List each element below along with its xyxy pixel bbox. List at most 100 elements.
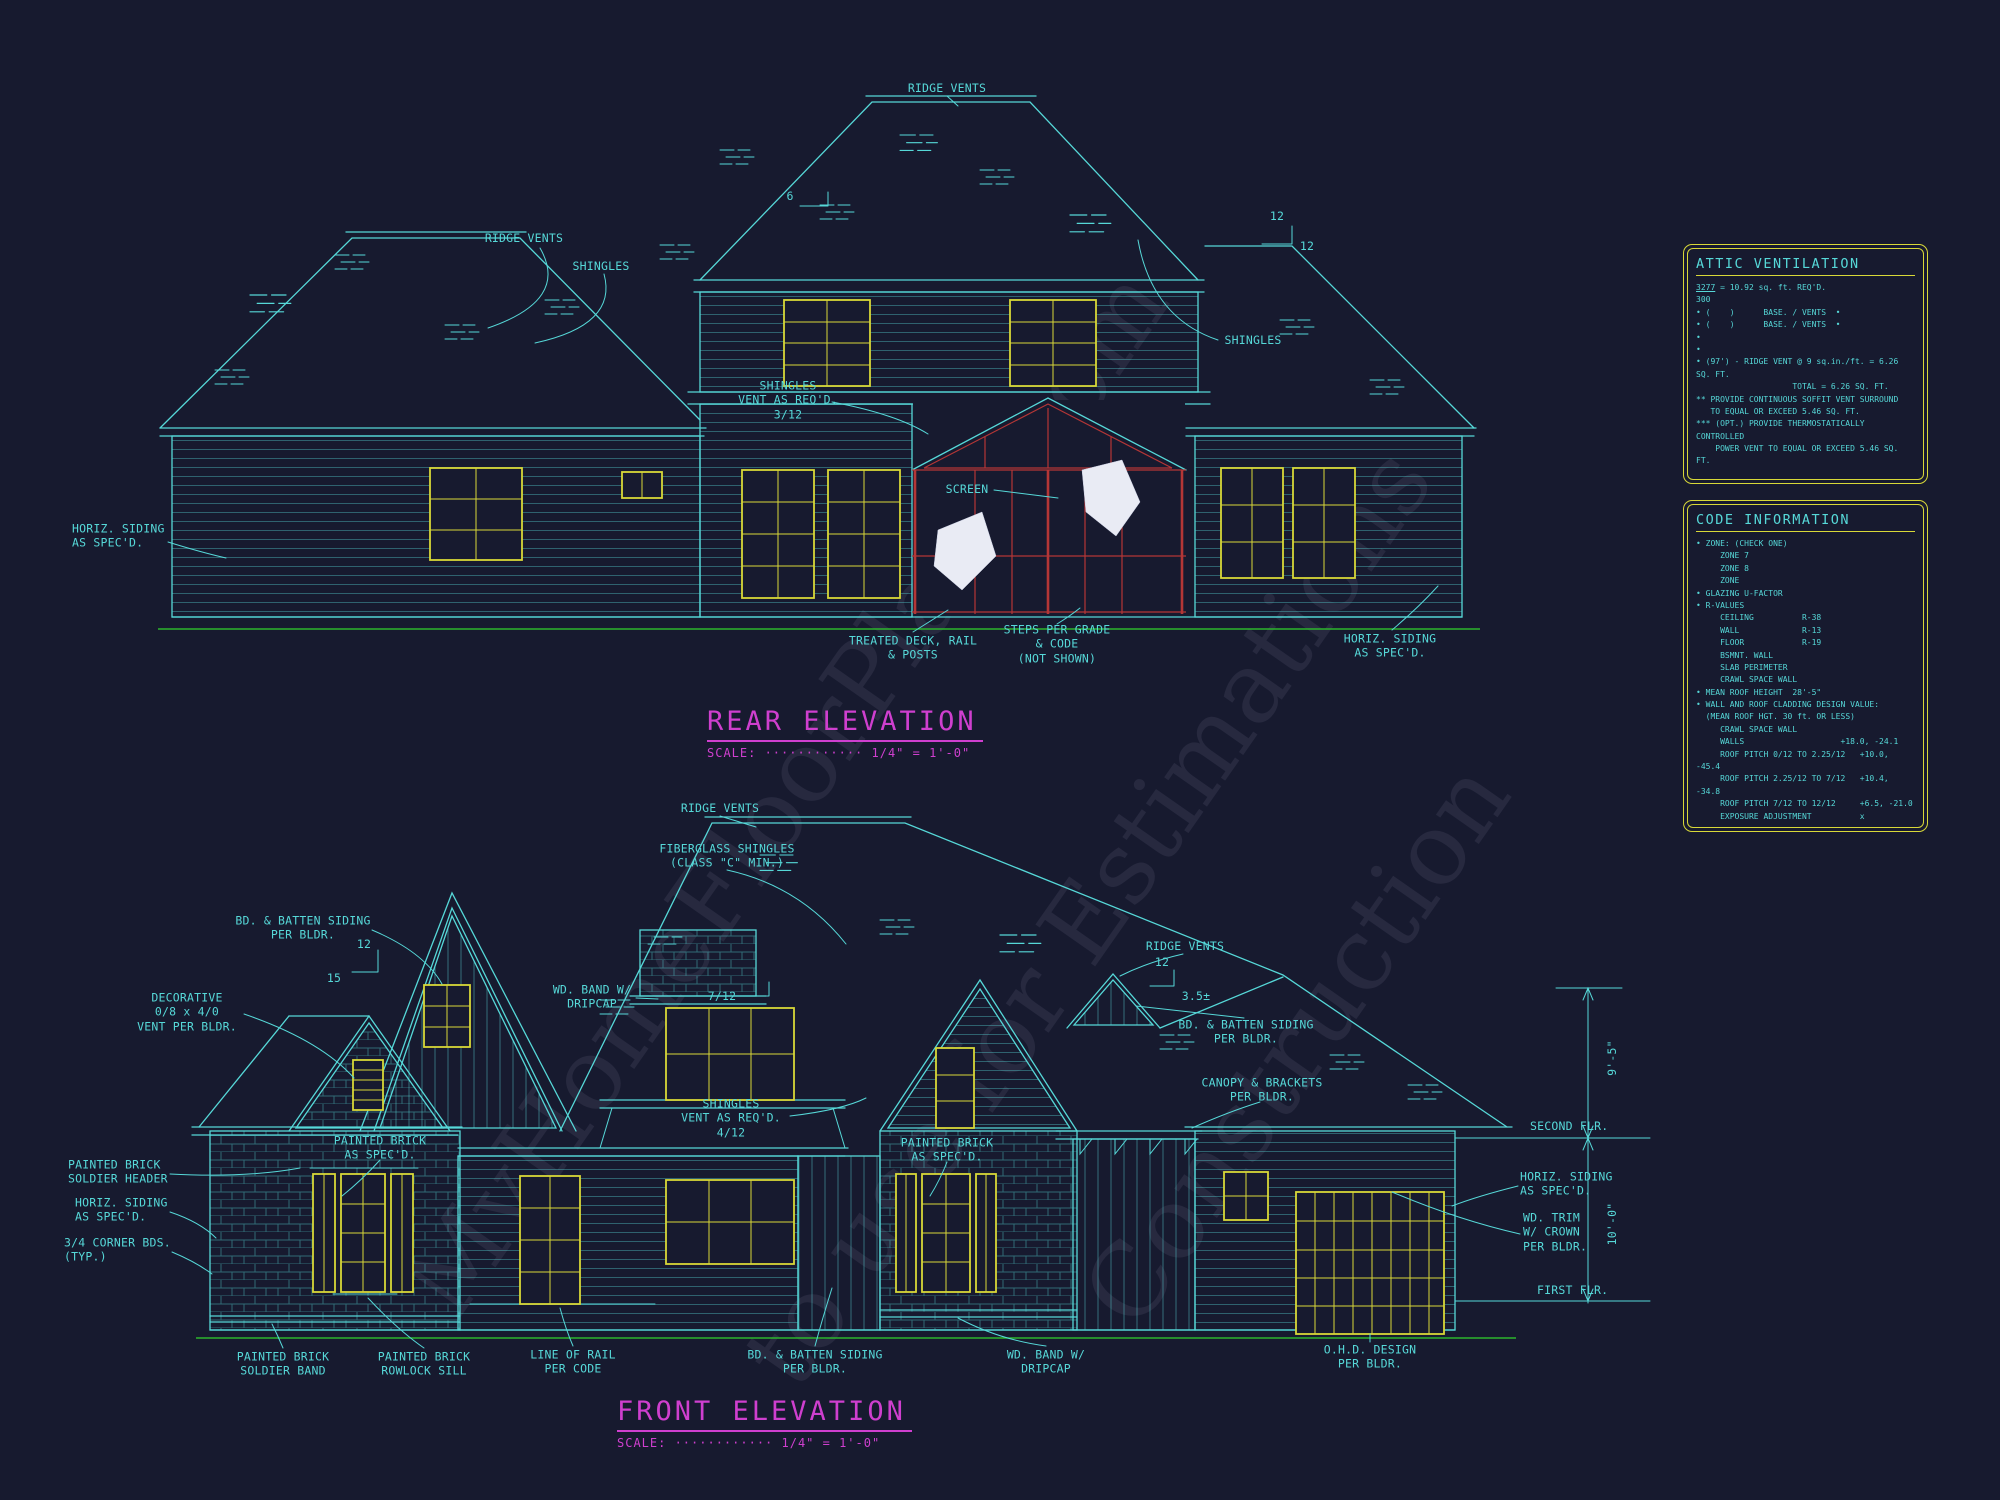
attic-line: TOTAL = 6.26 SQ. FT. — [1696, 382, 1889, 392]
attic-footnote: *** (OPT.) PROVIDE THERMOSTATICALLY CONT… — [1696, 419, 1899, 466]
rear-leader-lines — [167, 95, 1439, 633]
label-horiz-siding: HORIZ. SIDING AS SPEC'D. — [1520, 1169, 1613, 1198]
label-horiz-siding: HORIZ. SIDING AS SPEC'D. — [1343, 631, 1437, 660]
code-line: ROOF PITCH 7/12 TO 12/12 +6.5, -21.0 — [1696, 799, 1913, 809]
label-corner-boards: 3/4 CORNER BDS. (TYP.) — [64, 1235, 171, 1264]
label-steps: STEPS PER GRADE & CODE (NOT SHOWN) — [1003, 622, 1111, 666]
attic-line: • ( ) BASE. / VENTS • — [1696, 307, 1841, 317]
attic-footnote: ** PROVIDE CONTINUOUS SOFFIT VENT SURROU… — [1696, 394, 1899, 416]
front-leader-lines — [169, 815, 1521, 1349]
code-line: BSMNT. WALL — [1696, 650, 1774, 660]
pitch-label: 7/12 — [707, 988, 737, 1003]
attic-line: • ( ) BASE. / VENTS • — [1696, 320, 1841, 330]
label-painted-brick: PAINTED BRICK AS SPEC'D. — [333, 1133, 427, 1162]
code-line: • WALL AND ROOF CLADDING DESIGN VALUE: — [1696, 700, 1880, 710]
pitch-label: 6 — [786, 188, 794, 203]
label-line-of-rail: LINE OF RAIL PER CODE — [530, 1347, 616, 1376]
label-board-batten: BD. & BATTEN SIDING PER BLDR. — [747, 1347, 883, 1376]
attic-formula: 3277 = 10.92 sq. ft. REQ'D. — [1696, 283, 1827, 292]
label-shingles-vent: SHINGLES VENT AS REQ'D. 4/12 — [681, 1096, 781, 1140]
pitch-label: 12 — [1269, 208, 1285, 223]
entry-door-window — [519, 1175, 581, 1305]
code-information-panel: CODE INFORMATION • ZONE: (CHECK ONE) ZON… — [1683, 500, 1928, 832]
label-ohd-design: O.H.D. DESIGN PER BLDR. — [1323, 1342, 1417, 1371]
code-line: WALLS +18.0, -24.1 — [1696, 737, 1899, 747]
code-line: ZONE — [1696, 576, 1740, 586]
label-ridge-vents: RIDGE VENTS — [907, 80, 987, 95]
code-line: CRAWL SPACE WALL — [1696, 675, 1798, 685]
label-first-floor: FIRST FLR. — [1537, 1282, 1609, 1297]
code-line: • GLAZING U-FACTOR — [1696, 588, 1783, 598]
label-painted-brick: PAINTED BRICK AS SPEC'D. — [900, 1135, 994, 1164]
front-elevation-title: FRONT ELEVATION — [617, 1396, 912, 1432]
label-treated-deck: TREATED DECK, RAIL & POSTS — [848, 633, 978, 662]
code-line: ROOF PITCH 2.25/12 TO 7/12 +10.4, -34.8 — [1696, 774, 1894, 796]
pitch-label: 12 — [1299, 238, 1315, 253]
gable-tall-window — [935, 1047, 975, 1129]
code-line: ROOF PITCH 0/12 TO 2.25/12 +10.0, -45.4 — [1696, 749, 1894, 772]
label-wd-band: WD. BAND W/ DRIPCAP — [1006, 1347, 1086, 1376]
label-wd-trim: WD. TRIM W/ CROWN PER BLDR. — [1523, 1210, 1588, 1254]
pitch-label: 12 — [1154, 954, 1170, 969]
center-upper-window — [665, 1007, 795, 1101]
front-elevation-scale: SCALE: ············ 1/4" = 1'-0" — [617, 1436, 881, 1450]
code-line: CEILING R-38 — [1696, 613, 1822, 623]
attic-ventilation-panel: ATTIC VENTILATION 3277 = 10.92 sq. ft. R… — [1683, 244, 1928, 484]
label-ridge-vents: RIDGE VENTS — [1145, 938, 1225, 953]
attic-formula-denominator: 300 — [1696, 295, 1711, 305]
front-elevation-drawing — [191, 816, 1516, 1339]
label-decorative-vent: DECORATIVE 0/8 x 4/0 VENT PER BLDR. — [137, 990, 237, 1034]
dimension-value: 9'-5" — [1604, 1040, 1619, 1076]
label-ridge-vents: RIDGE VENTS — [484, 230, 564, 245]
label-horiz-siding: HORIZ. SIDING AS SPEC'D. — [75, 1195, 168, 1224]
code-line: WALL R-13 — [1696, 625, 1822, 635]
label-horiz-siding: HORIZ. SIDING AS SPEC'D. — [72, 521, 165, 550]
rear-second-floor-window — [1009, 299, 1097, 387]
right-shuttered-window — [895, 1173, 997, 1293]
rear-elevation-title: REAR ELEVATION — [707, 706, 983, 742]
label-wd-band: WD. BAND W/ DRIPCAP — [552, 982, 632, 1011]
code-line: • MEAN ROOF HEIGHT 28'-5" — [1696, 687, 1822, 697]
label-second-floor: SECOND FLR. — [1530, 1118, 1609, 1133]
rear-tall-window — [741, 469, 815, 599]
screen-porch — [911, 397, 1187, 616]
garage-small-window — [1223, 1171, 1269, 1221]
label-soldier-band: PAINTED BRICK SOLDIER BAND — [236, 1349, 330, 1378]
label-shingles: SHINGLES — [572, 258, 630, 273]
code-line: EXPOSURE ADJUSTMENT x — [1696, 811, 1865, 821]
decorative-gable-vent — [352, 1059, 384, 1111]
rear-elevation-scale: SCALE: ············ 1/4" = 1'-0" — [707, 746, 971, 760]
code-line: SLAB PERIMETER — [1696, 662, 1788, 672]
dimension-lines — [1454, 986, 1651, 1304]
code-line: • ZONE: (CHECK ONE) — [1696, 539, 1788, 548]
code-line: • R-VALUES — [1696, 600, 1745, 610]
attic-panel-title: ATTIC VENTILATION — [1696, 256, 1915, 276]
pitch-label: 15 — [326, 970, 342, 985]
center-lower-window — [665, 1179, 795, 1265]
rear-right-wing-window — [1292, 467, 1356, 579]
rear-second-floor-window — [783, 299, 871, 387]
attic-line: • (97') - RIDGE VENT @ 9 sq.in./ft. = 6.… — [1696, 357, 1904, 379]
dimension-value: 10'-0" — [1604, 1202, 1619, 1246]
rear-elevation-drawing — [158, 95, 1480, 630]
rear-right-wing-window — [1220, 467, 1284, 579]
rear-small-window — [621, 471, 663, 499]
label-canopy: CANOPY & BRACKETS PER BLDR. — [1201, 1075, 1323, 1104]
garage-door — [1295, 1191, 1445, 1335]
code-panel-title: CODE INFORMATION — [1696, 512, 1915, 532]
label-board-batten: BD. & BATTEN SIDING PER BLDR. — [235, 913, 371, 942]
code-line: ZONE 8 — [1696, 563, 1749, 573]
label-fiberglass-shingles: FIBERGLASS SHINGLES (CLASS "C" MIN.) — [659, 841, 795, 870]
label-rowlock-sill: PAINTED BRICK ROWLOCK SILL — [377, 1349, 471, 1378]
code-line: CRAWL SPACE WALL — [1696, 724, 1798, 734]
rear-left-wing-window — [429, 467, 523, 561]
gable-upper-window — [423, 984, 471, 1048]
attic-line: • — [1696, 344, 1701, 354]
label-ridge-vents: RIDGE VENTS — [680, 800, 760, 815]
code-line: (MEAN ROOF HGT. 30 ft. OR LESS) — [1696, 712, 1855, 722]
pitch-label: 3.5± — [1181, 988, 1211, 1003]
code-line: FLOOR R-19 — [1696, 638, 1822, 648]
left-shuttered-window — [312, 1173, 414, 1293]
